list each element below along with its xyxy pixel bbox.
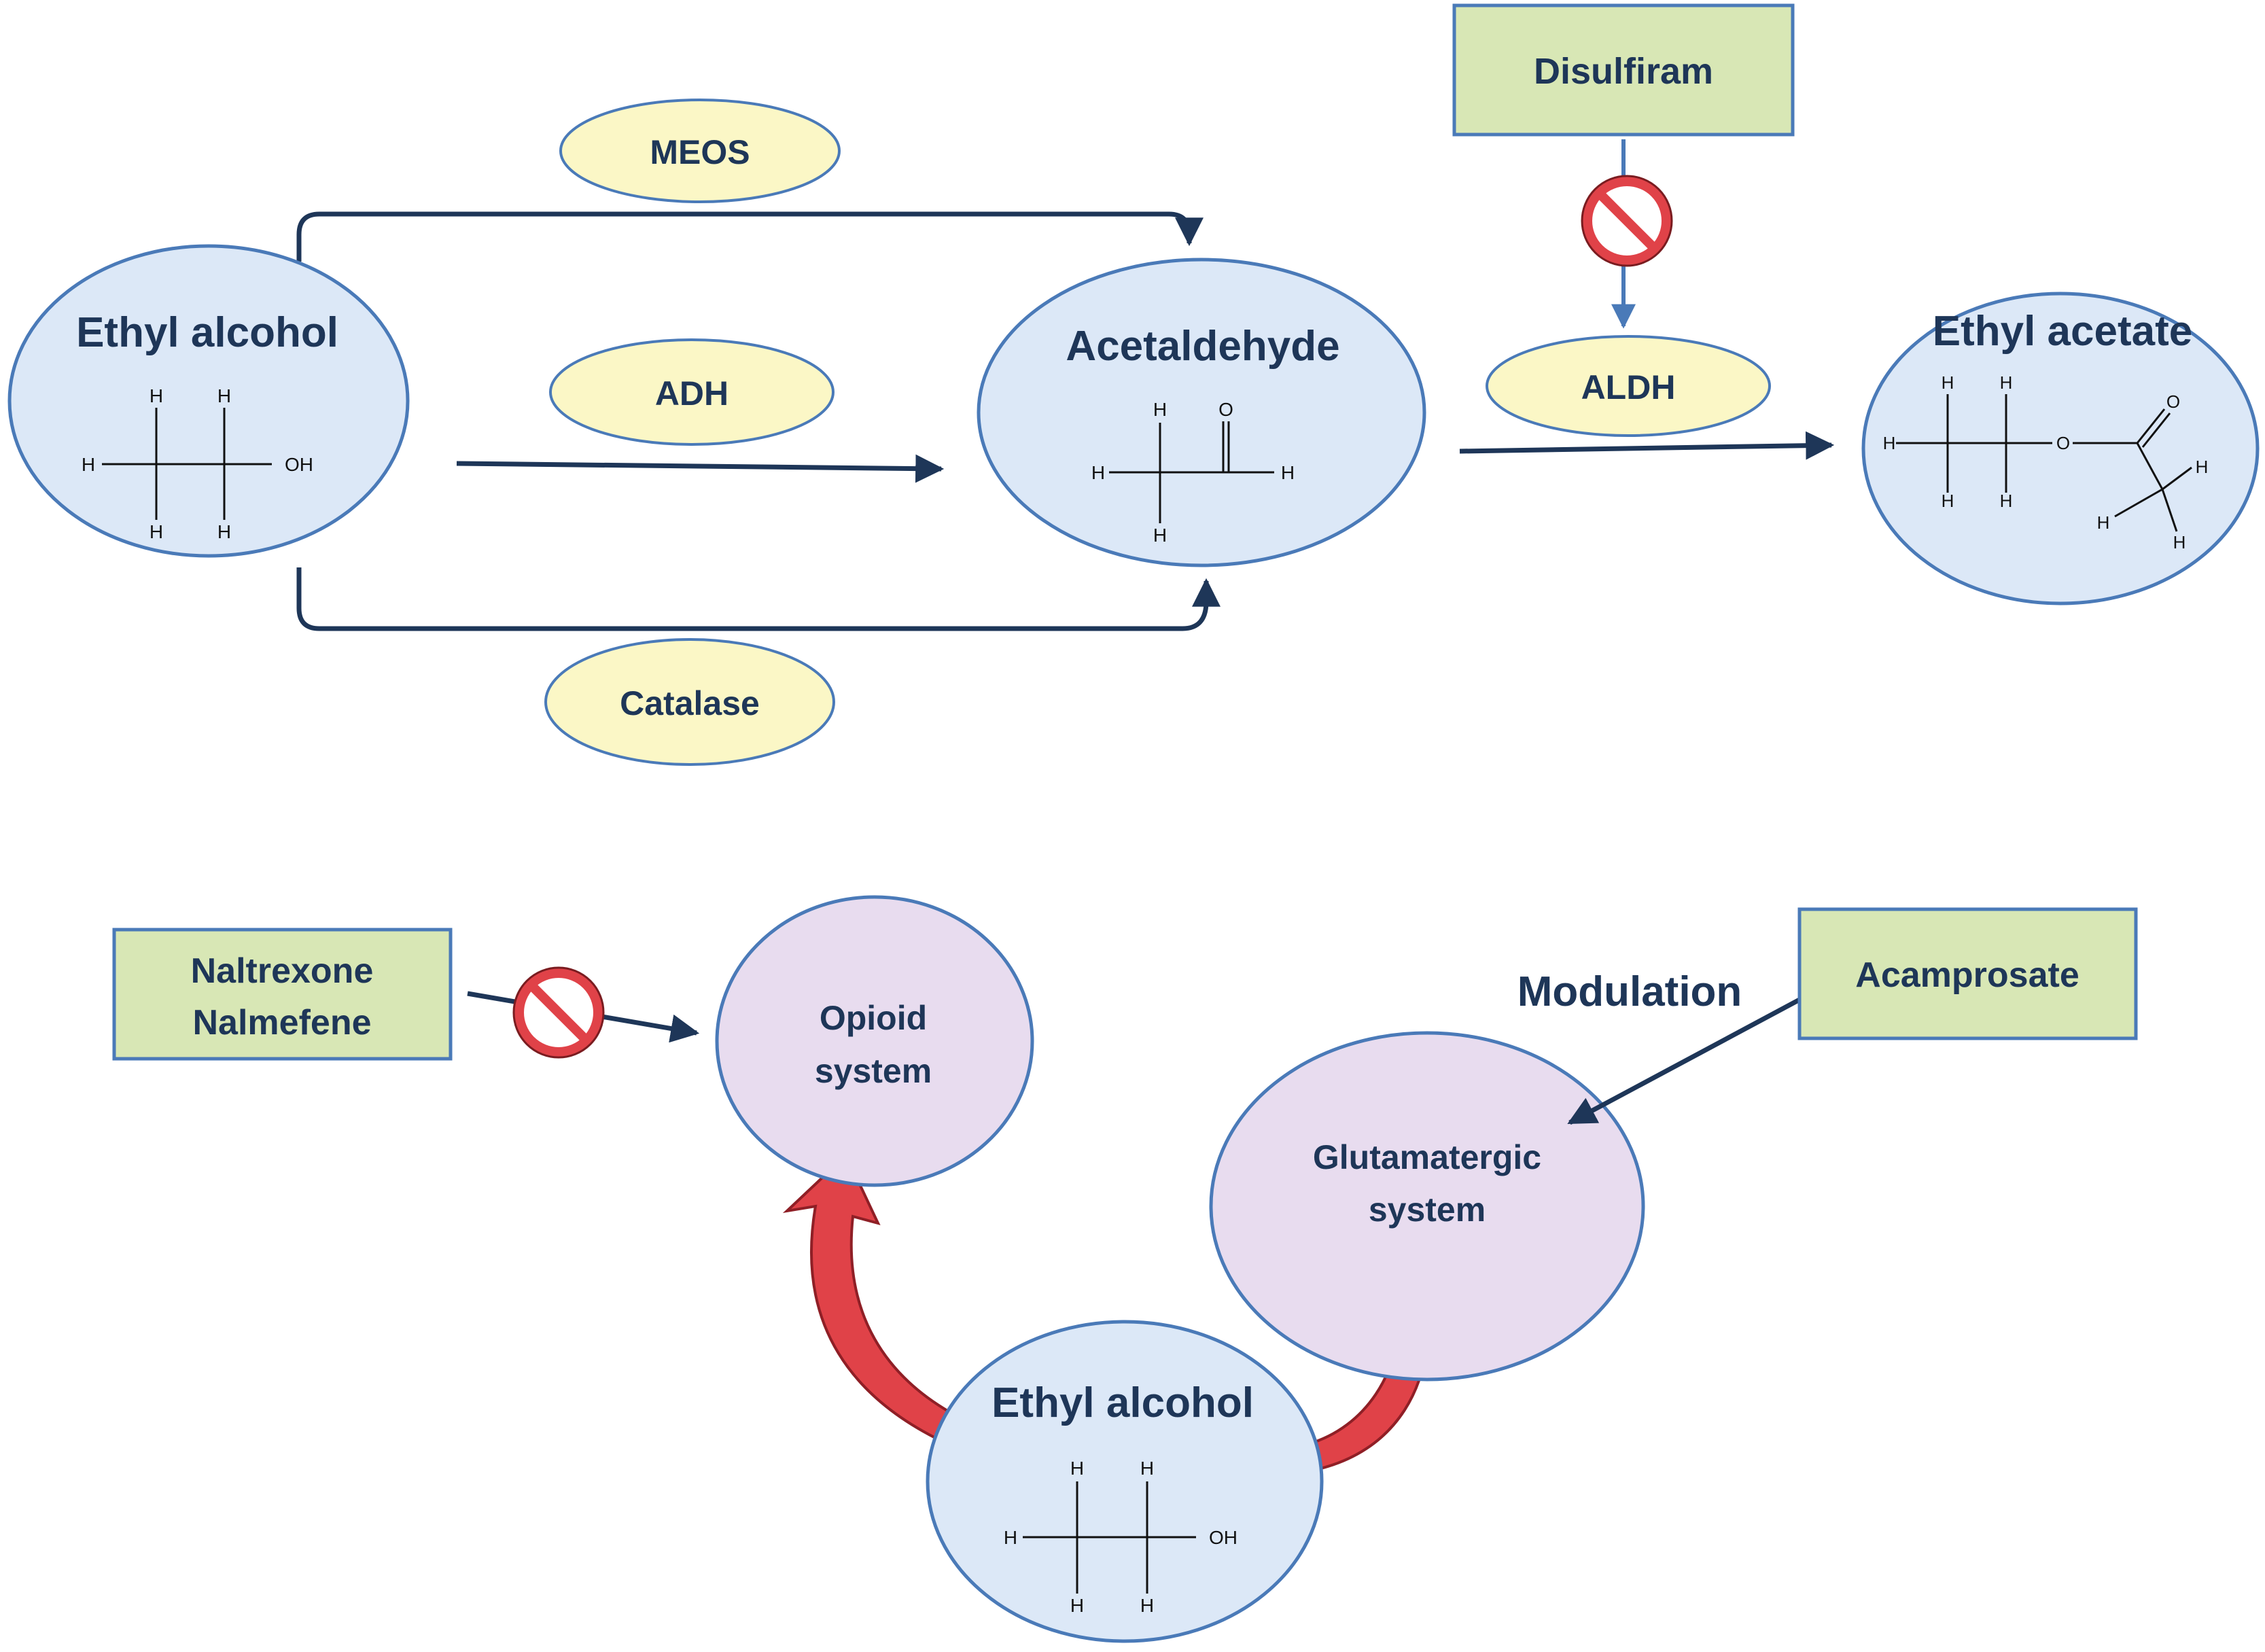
atom-h: H: [1281, 462, 1295, 483]
atom-h: H: [1091, 462, 1105, 483]
atom-h: H: [2000, 372, 2013, 393]
catalase-label: Catalase: [620, 684, 760, 722]
disulfiram-no-sign-icon: [1582, 176, 1672, 266]
acamprosate-label: Acamprosate: [1855, 955, 2079, 995]
opioid-system-node: Opioid system: [715, 895, 1034, 1187]
atom-h: H: [1883, 433, 1896, 453]
atom-h: H: [1070, 1458, 1084, 1479]
glutamatergic-system-node: Glutamatergic system: [1209, 1031, 1645, 1382]
acamprosate-box: Acamprosate: [1797, 907, 2138, 1040]
atom-o: O: [2056, 433, 2070, 453]
disulfiram-label: Disulfiram: [1534, 51, 1713, 92]
atom-h: H: [1140, 1595, 1154, 1616]
opioid-label-line1: Opioid: [820, 999, 927, 1037]
ethyl-acetate-node: Ethyl acetate H H H O O H H H H H: [1861, 292, 2260, 605]
meos-pathway-arrow: [296, 211, 1204, 262]
ethanol-structure-top: [102, 408, 272, 520]
nalmefene-label: Nalmefene: [193, 1003, 372, 1042]
modulation-label: Modulation: [1517, 968, 1742, 1015]
atom-h: H: [1004, 1527, 1017, 1548]
atom-h: H: [217, 521, 231, 542]
ethanol-node-bottom: Ethyl alcohol H H H OH H H: [926, 1320, 1324, 1643]
adh-label: ADH: [655, 374, 728, 412]
ethyl-acetate-structure: [1896, 394, 2192, 532]
atom-h: H: [2000, 491, 2013, 511]
naltrexone-no-sign-icon: [514, 968, 603, 1057]
naltrexone-nalmefene-box: Naltrexone Nalmefene: [112, 928, 453, 1061]
atom-h: H: [1942, 372, 1954, 393]
ethanol-node-top: Ethyl alcohol H H H OH H H: [7, 244, 410, 558]
aldh-label: ALDH: [1581, 368, 1676, 406]
aldh-enzyme: ALDH: [1486, 335, 1771, 437]
catalase-enzyme: Catalase: [544, 638, 835, 766]
atom-h: H: [2196, 457, 2209, 477]
atom-h: H: [1140, 1458, 1154, 1479]
catalase-pathway-arrow: [296, 567, 1221, 631]
adh-enzyme: ADH: [549, 338, 835, 446]
atom-h: H: [217, 385, 231, 406]
ethanol-title-bottom: Ethyl alcohol: [991, 1379, 1254, 1426]
atom-h: H: [1153, 399, 1167, 420]
atom-h: H: [2097, 512, 2110, 533]
atom-h: H: [1070, 1595, 1084, 1616]
acetaldehyde-title: Acetaldehyde: [1066, 323, 1339, 370]
acamprosate-modulation-arrow: [1567, 996, 1802, 1125]
atom-oh: OH: [285, 454, 313, 475]
atom-h: H: [1942, 491, 1954, 511]
ethyl-acetate-title: Ethyl acetate: [1933, 308, 2193, 355]
atom-oh: OH: [1209, 1527, 1237, 1548]
meos-enzyme: MEOS: [559, 99, 841, 203]
aldh-pathway-arrow: [1459, 431, 1835, 460]
ethanol-structure-bottom: [1023, 1481, 1196, 1594]
atom-h: H: [82, 454, 95, 475]
opioid-label-line2: system: [815, 1052, 932, 1090]
atom-h: H: [2173, 532, 2186, 552]
glutamatergic-label-line2: system: [1369, 1191, 1486, 1229]
atom-h: H: [150, 521, 163, 542]
ethanol-to-opioid-red-arrow: [782, 1153, 967, 1446]
naltrexone-label: Naltrexone: [191, 951, 374, 991]
acetaldehyde-structure: [1109, 421, 1274, 523]
acetaldehyde-node: Acetaldehyde H O H H H: [977, 258, 1426, 567]
glutamatergic-label-line1: Glutamatergic: [1313, 1138, 1541, 1176]
meos-label: MEOS: [650, 133, 750, 171]
adh-pathway-arrow: [456, 454, 945, 483]
atom-h: H: [150, 385, 163, 406]
atom-o: O: [1218, 399, 1233, 420]
atom-o: O: [2166, 391, 2180, 412]
disulfiram-box: Disulfiram: [1452, 3, 1795, 137]
atom-h: H: [1153, 525, 1167, 546]
ethanol-title-top: Ethyl alcohol: [76, 309, 338, 356]
